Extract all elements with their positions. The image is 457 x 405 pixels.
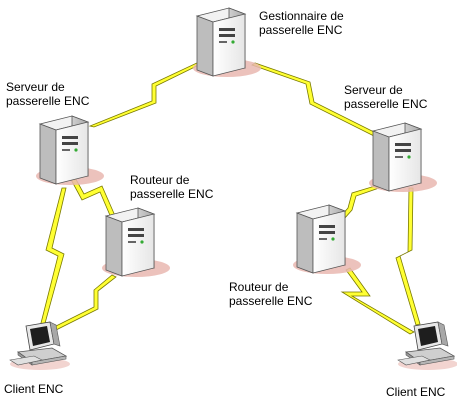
server-left-label: Serveur de passerelle ENC bbox=[6, 80, 89, 108]
client-left-label: Client ENC bbox=[4, 382, 63, 396]
client-left-icon bbox=[9, 321, 71, 371]
router-left-label-line2: passerelle ENC bbox=[130, 187, 214, 201]
manager-label: Gestionnaire de passerelle ENC bbox=[259, 9, 344, 37]
client-left-label-text: Client ENC bbox=[4, 382, 64, 396]
router-left-label: Routeur de passerelle ENC bbox=[130, 173, 213, 201]
server-left-label-line2: passerelle ENC bbox=[6, 94, 90, 108]
manager-label-line1: Gestionnaire de bbox=[259, 9, 344, 23]
router-left-icon bbox=[101, 207, 171, 278]
server-right-icon bbox=[368, 122, 438, 193]
server-right-label-line2: passerelle ENC bbox=[344, 97, 428, 111]
manager-server-icon bbox=[192, 7, 262, 78]
router-right-label-line1: Routeur de bbox=[229, 280, 289, 294]
client-right-label: Client ENC bbox=[386, 385, 445, 399]
client-right-label-text: Client ENC bbox=[386, 385, 446, 399]
server-left-label-line1: Serveur de bbox=[6, 80, 65, 94]
manager-label-line2: passerelle ENC bbox=[259, 23, 343, 37]
link-router-left-client-left bbox=[51, 274, 117, 331]
link-manager-server-left bbox=[88, 60, 207, 128]
router-right-label-line2: passerelle ENC bbox=[229, 294, 313, 308]
server-right-label-line1: Serveur de bbox=[344, 83, 403, 97]
link-router-right-client-right bbox=[340, 267, 415, 335]
link-server-left-client-left bbox=[39, 187, 67, 328]
router-right-label: Routeur de passerelle ENC bbox=[229, 280, 312, 308]
server-right-label: Serveur de passerelle ENC bbox=[344, 83, 427, 111]
router-left-label-line1: Routeur de bbox=[130, 173, 190, 187]
link-server-right-client-right bbox=[395, 187, 421, 326]
router-right-icon bbox=[292, 204, 362, 275]
